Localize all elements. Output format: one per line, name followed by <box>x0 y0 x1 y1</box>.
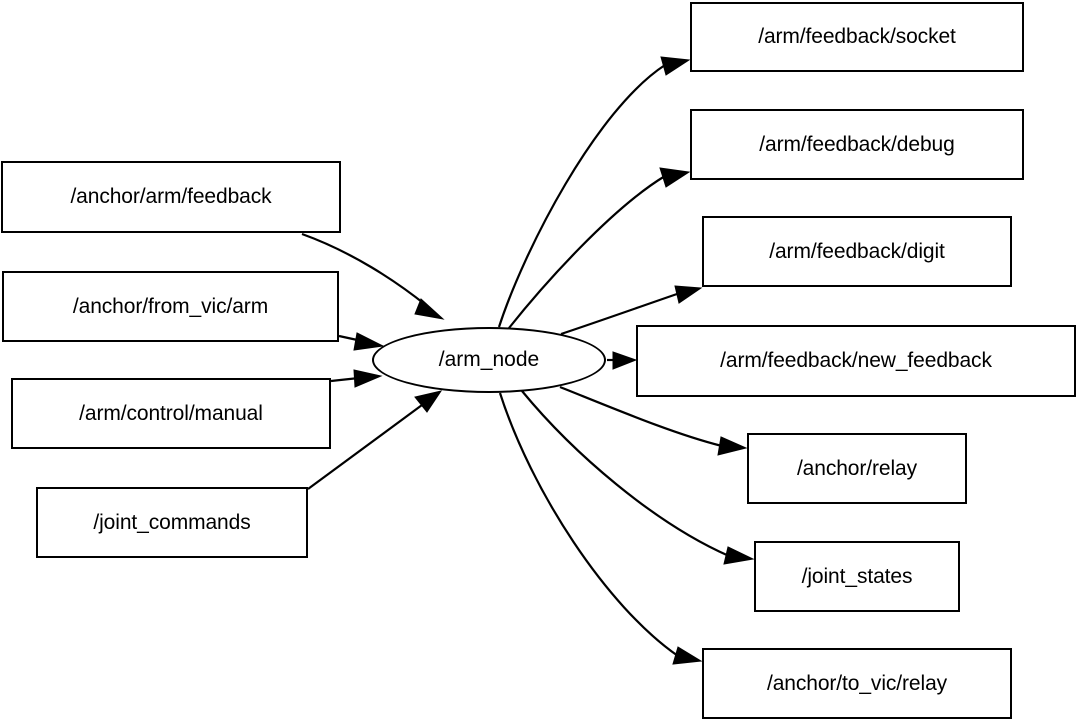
topic-node-arm-feedback-debug[interactable]: /arm/feedback/debug <box>690 109 1024 180</box>
topic-node-anchor-to-vic-relay[interactable]: /anchor/to_vic/relay <box>702 648 1012 719</box>
edge-arm-node-to-anchor-to-vic-relay <box>498 392 703 665</box>
topic-node-arm-feedback-socket[interactable]: /arm/feedback/socket <box>690 2 1024 72</box>
topic-label: /arm/feedback/digit <box>769 239 945 263</box>
topic-label: /arm/feedback/debug <box>759 132 955 156</box>
topic-node-anchor-from-vic-arm[interactable]: /anchor/from_vic/arm <box>2 271 339 342</box>
topic-node-joint-commands[interactable]: /joint_commands <box>36 487 308 558</box>
topic-node-arm-feedback-new-feedback[interactable]: /arm/feedback/new_feedback <box>636 325 1076 397</box>
edge-anchor-from-vic-arm-to-arm-node <box>338 332 385 351</box>
topic-node-anchor-arm-feedback[interactable]: /anchor/arm/feedback <box>1 161 341 233</box>
edge-joint-commands-to-arm-node <box>307 390 443 490</box>
topic-node-joint-states[interactable]: /joint_states <box>754 541 960 612</box>
topic-label: /joint_states <box>801 564 913 588</box>
edge-arm-node-to-arm-feedback-socket <box>497 56 691 328</box>
topic-label: /joint_commands <box>93 510 251 534</box>
topic-label: /arm/feedback/new_feedback <box>720 349 992 372</box>
edge-anchor-arm-feedback-to-arm-node <box>301 232 445 320</box>
topic-label: /anchor/relay <box>796 456 918 480</box>
center-node-label: /arm_node <box>438 348 540 371</box>
topic-label: /arm/control/manual <box>79 401 263 425</box>
topic-label: /arm/feedback/socket <box>758 25 956 48</box>
center-node-arm-node[interactable]: /arm_node <box>372 327 606 393</box>
topic-label: /anchor/to_vic/relay <box>766 671 948 695</box>
edge-arm-control-manual-to-arm-node <box>330 369 383 388</box>
edge-arm-node-to-arm-feedback-digit <box>560 285 703 336</box>
edge-arm-node-to-arm-feedback-debug <box>508 167 691 329</box>
topic-node-arm-feedback-digit[interactable]: /arm/feedback/digit <box>702 216 1012 287</box>
topic-label: /anchor/arm/feedback <box>70 185 272 208</box>
topic-node-anchor-relay[interactable]: /anchor/relay <box>747 433 967 504</box>
edge-arm-node-to-anchor-relay <box>559 385 748 456</box>
edge-arm-node-to-arm-feedback-new-feedback <box>607 351 638 370</box>
topic-node-arm-control-manual[interactable]: /arm/control/manual <box>11 378 331 449</box>
topic-label: /anchor/from_vic/arm <box>72 294 269 318</box>
edge-arm-node-to-joint-states <box>521 390 755 565</box>
